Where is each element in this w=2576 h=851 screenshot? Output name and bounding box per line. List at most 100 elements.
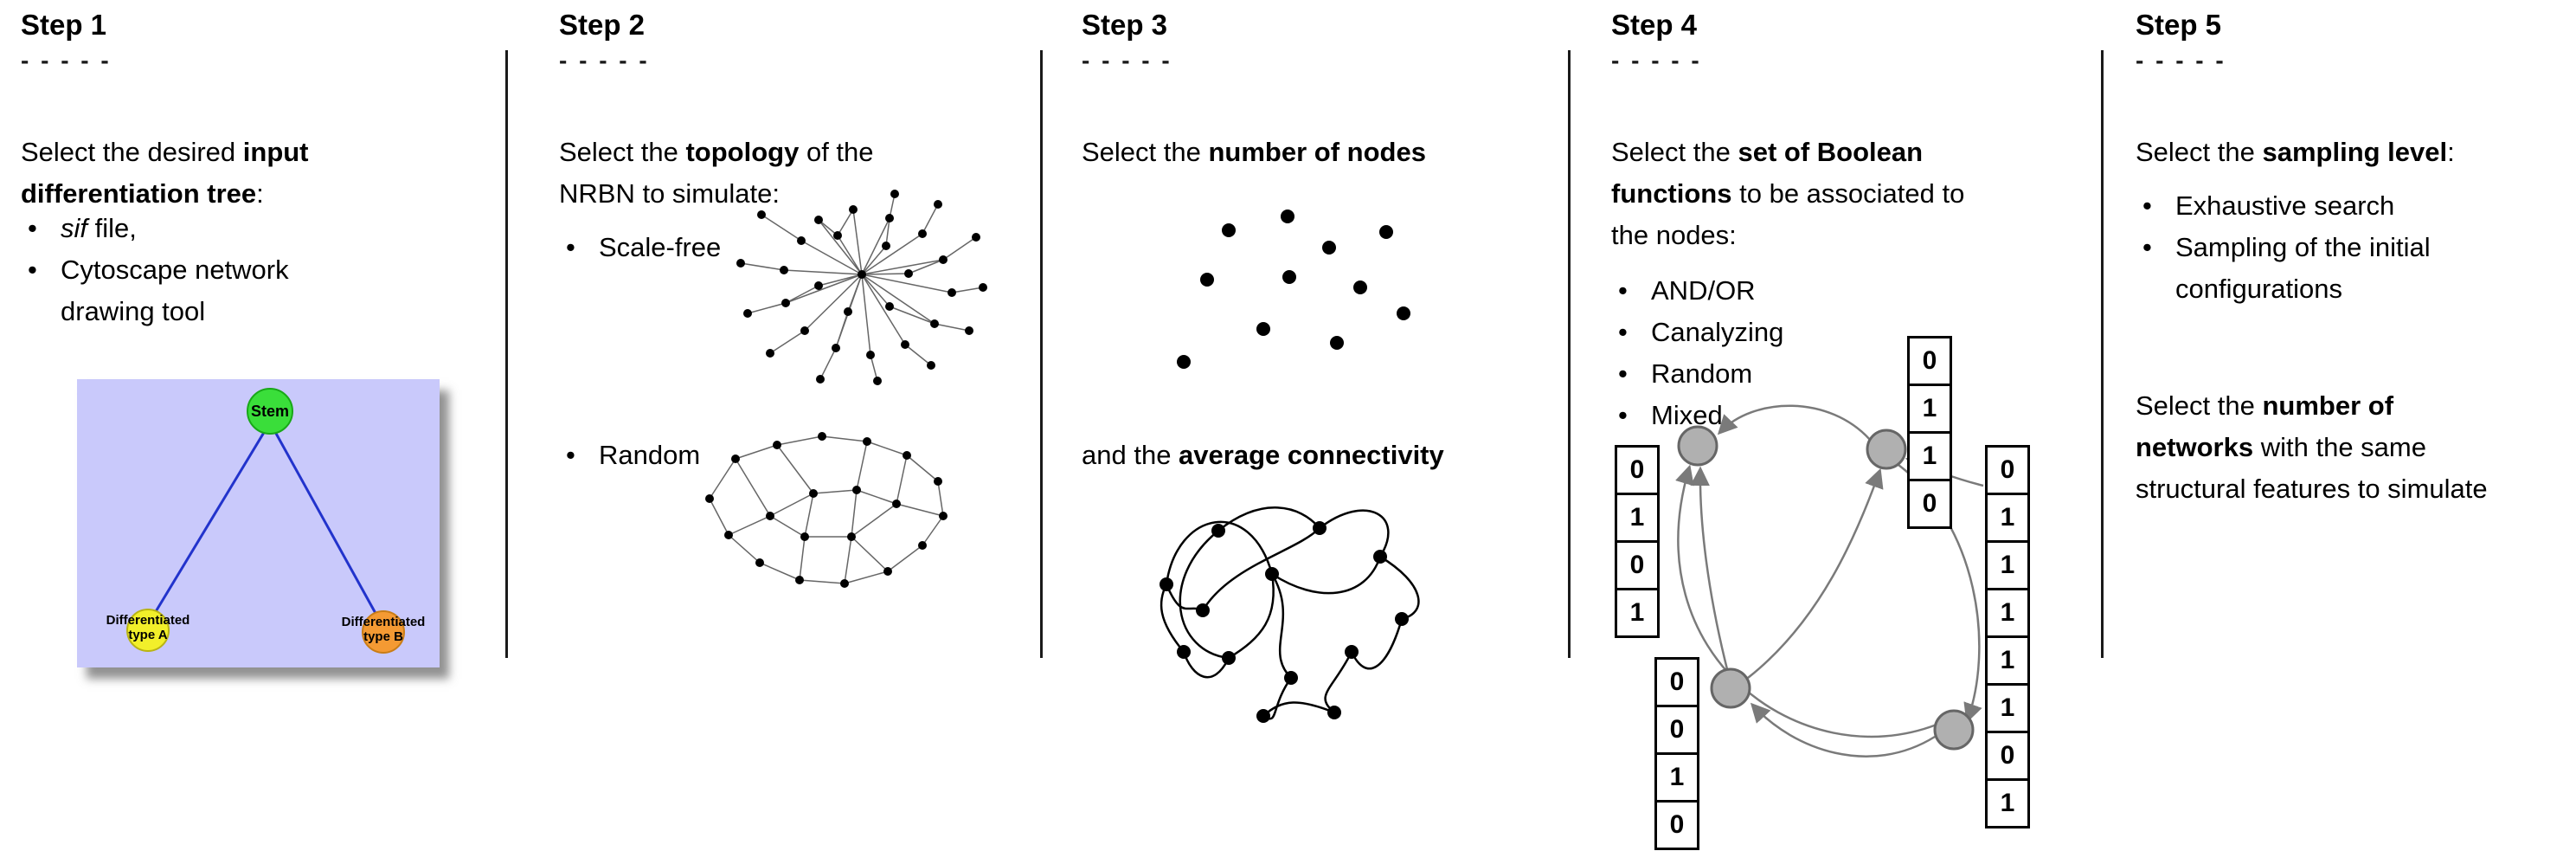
bullet-text: AND/OR (1651, 270, 1975, 312)
step3-text-connectivity: and the average connectivity (1082, 435, 1566, 476)
type-b-label-line2: type B (363, 629, 403, 644)
bullet-icon: • (1618, 400, 1628, 430)
text-segment: input (242, 137, 309, 167)
truth-table-cell: 0 (1907, 336, 1952, 386)
text-segment: Scale-free (599, 232, 722, 262)
text-segment: Random (1651, 358, 1753, 389)
column-divider-4 (2101, 50, 2104, 658)
text-segment: Select the (1082, 137, 1209, 167)
step2-dashes: - - - - - (559, 47, 650, 74)
step4-bullet-andor: • AND/OR (1611, 270, 1975, 312)
bullet-text: Random (599, 435, 870, 476)
bullet-icon: • (1618, 358, 1628, 389)
step5-bullet-exhaustive: • Exhaustive search (2136, 185, 2568, 227)
step4-title: Step 4 (1611, 9, 1698, 41)
text-segment: sif (61, 213, 87, 243)
bullet-icon: • (2142, 190, 2152, 221)
step3-dashes: - - - - - (1082, 47, 1172, 74)
nodes-dots-graphic (1177, 210, 1410, 369)
text-segment: Sampling of the initial (2175, 232, 2431, 262)
text-segment: of the (799, 137, 874, 167)
text-segment: Cytoscape network (61, 255, 289, 285)
truth-table-cell: 1 (1985, 588, 2030, 638)
truth-table-cell: 1 (1907, 431, 1952, 481)
text-segment: Select the (1611, 137, 1738, 167)
type-a-node-label: Differentiated type A (106, 613, 190, 643)
step3-text-nodes: Select the number of nodes (1082, 132, 1566, 173)
bullet-text: Random (1651, 353, 1975, 395)
truth-table-cell: 0 (1615, 540, 1660, 590)
bullet-text: Scale-free (599, 227, 870, 268)
text-segment: structural features to simulate (2136, 474, 2488, 504)
bullet-text: Canalyzing (1651, 312, 1975, 353)
truth-table-cell: 0 (1985, 445, 2030, 495)
truth-table-cell: 1 (1907, 384, 1952, 434)
random-network-graphic (705, 432, 948, 588)
text-segment: drawing tool (61, 296, 206, 326)
step5-dashes: - - - - - (2136, 47, 2226, 74)
text-segment: AND/OR (1651, 275, 1756, 306)
bullet-text: Cytoscape network drawing tool (61, 249, 505, 332)
step3-title: Step 3 (1082, 9, 1168, 41)
text-segment: networks (2136, 432, 2254, 462)
text-segment: topology (685, 137, 800, 167)
text-segment: NRBN to simulate: (559, 178, 780, 209)
step1-bullet-cytoscape: • Cytoscape network drawing tool (21, 249, 505, 332)
differentiation-tree-graphic (126, 388, 405, 654)
truth-table-cell: 1 (1985, 683, 2030, 733)
bullet-row: • Random (559, 435, 870, 476)
bullet-icon: • (1618, 275, 1628, 306)
step4-bullet-mixed: • Mixed (1611, 395, 1975, 436)
truth-table-cell: 0 (1654, 657, 1699, 707)
text-segment: Select the (559, 137, 686, 167)
bullet-text: Sampling of the initial configurations (2175, 227, 2568, 310)
step1-dashes: - - - - - (21, 47, 112, 74)
type-b-label-line1: Differentiated (341, 615, 426, 630)
step2-title: Step 2 (559, 9, 646, 41)
column-divider-2 (1040, 50, 1043, 658)
bullet-text: Mixed (1651, 395, 1975, 436)
text-segment: the nodes: (1611, 220, 1737, 250)
text-segment: average connectivity (1179, 440, 1444, 470)
truth-table-cell: 0 (1615, 445, 1660, 495)
text-segment: and the (1082, 440, 1179, 470)
scale-free-network-graphic (736, 190, 987, 385)
truth-table-cell: 0 (1654, 800, 1699, 850)
connectivity-tangle-graphic (1160, 506, 1420, 723)
text-segment: configurations (2175, 274, 2343, 304)
step4-bullet-list: • AND/OR • Canalyzing • Random • Mixed (1611, 270, 1975, 436)
text-segment: : (2447, 137, 2455, 167)
bullet-icon: • (1618, 317, 1628, 347)
truth-table-cell: 1 (1985, 493, 2030, 543)
text-segment: number of (2262, 390, 2394, 421)
text-segment: file, (87, 213, 137, 243)
text-segment: Mixed (1651, 400, 1723, 430)
step5-title: Step 5 (2136, 9, 2222, 41)
bullet-icon: • (28, 213, 37, 243)
step1-title: Step 1 (21, 9, 107, 41)
text-segment: sampling level (2262, 137, 2448, 167)
type-b-node-label: Differentiated type B (341, 615, 426, 645)
text-segment: differentiation tree (21, 178, 257, 209)
text-segment: Canalyzing (1651, 317, 1784, 347)
truth-table-cell: 1 (1615, 493, 1660, 543)
bullet-icon: • (28, 255, 37, 285)
column-divider-1 (505, 50, 508, 658)
text-segment: Select the (2136, 137, 2263, 167)
bullet-row: • Scale-free (559, 227, 870, 268)
truth-table-cell: 1 (1985, 778, 2030, 828)
bullet-text: Exhaustive search (2175, 185, 2568, 227)
text-segment: Exhaustive search (2175, 190, 2395, 221)
step2-bullet-random: • Random (559, 435, 870, 476)
bullet-icon: • (566, 440, 575, 470)
